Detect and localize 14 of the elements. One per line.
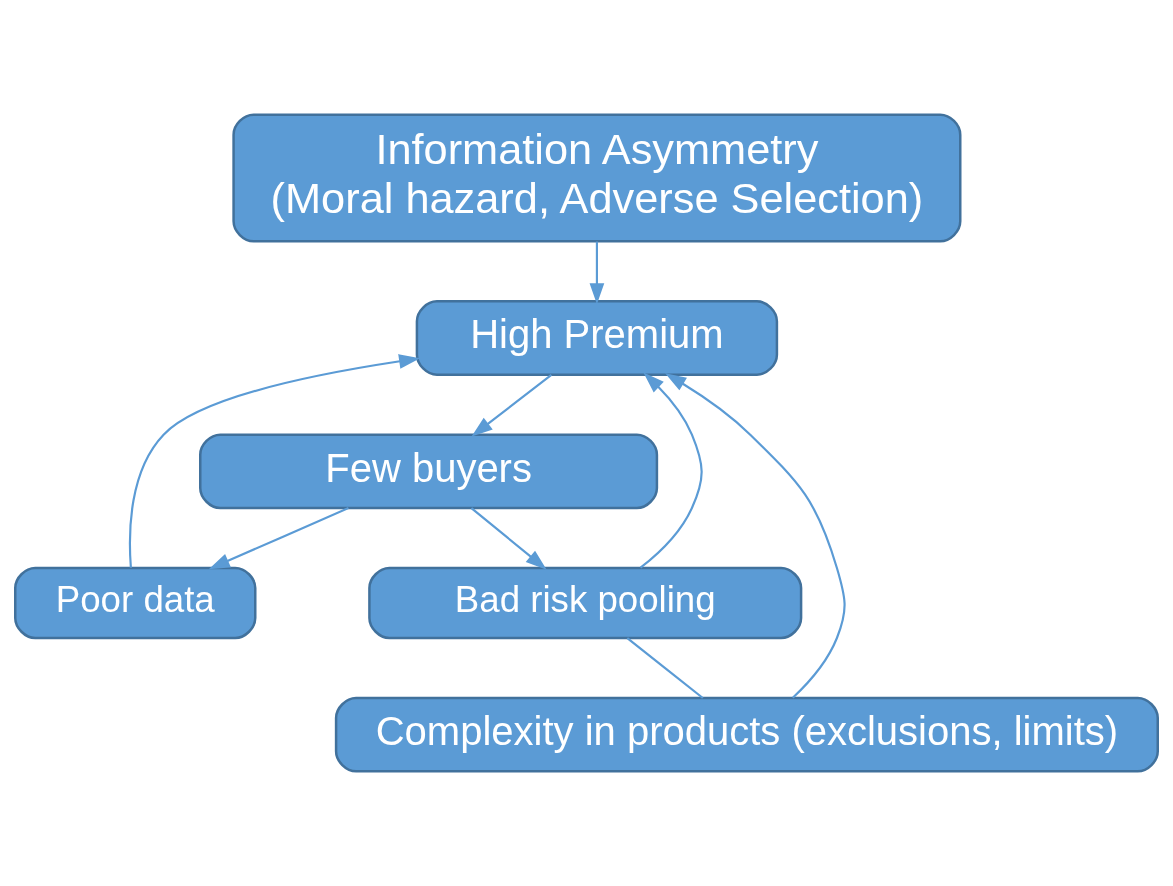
arrow [639, 372, 703, 569]
node-box: High Premium [415, 300, 779, 376]
arrow [589, 241, 605, 305]
arrow [208, 507, 349, 570]
node-box: Few buyers [199, 433, 659, 510]
arrow [665, 373, 846, 699]
node-box: Information Asymmetry (Moral hazard, Adverse Selection) [232, 113, 962, 243]
node-box: Poor data [14, 566, 257, 640]
arrow [128, 354, 421, 568]
node-box: Bad risk pooling [368, 566, 803, 640]
arrow [471, 374, 553, 437]
arrow [470, 507, 547, 570]
connector [626, 637, 704, 699]
node-box: Complexity in products (exclusions, limits) [334, 696, 1159, 773]
